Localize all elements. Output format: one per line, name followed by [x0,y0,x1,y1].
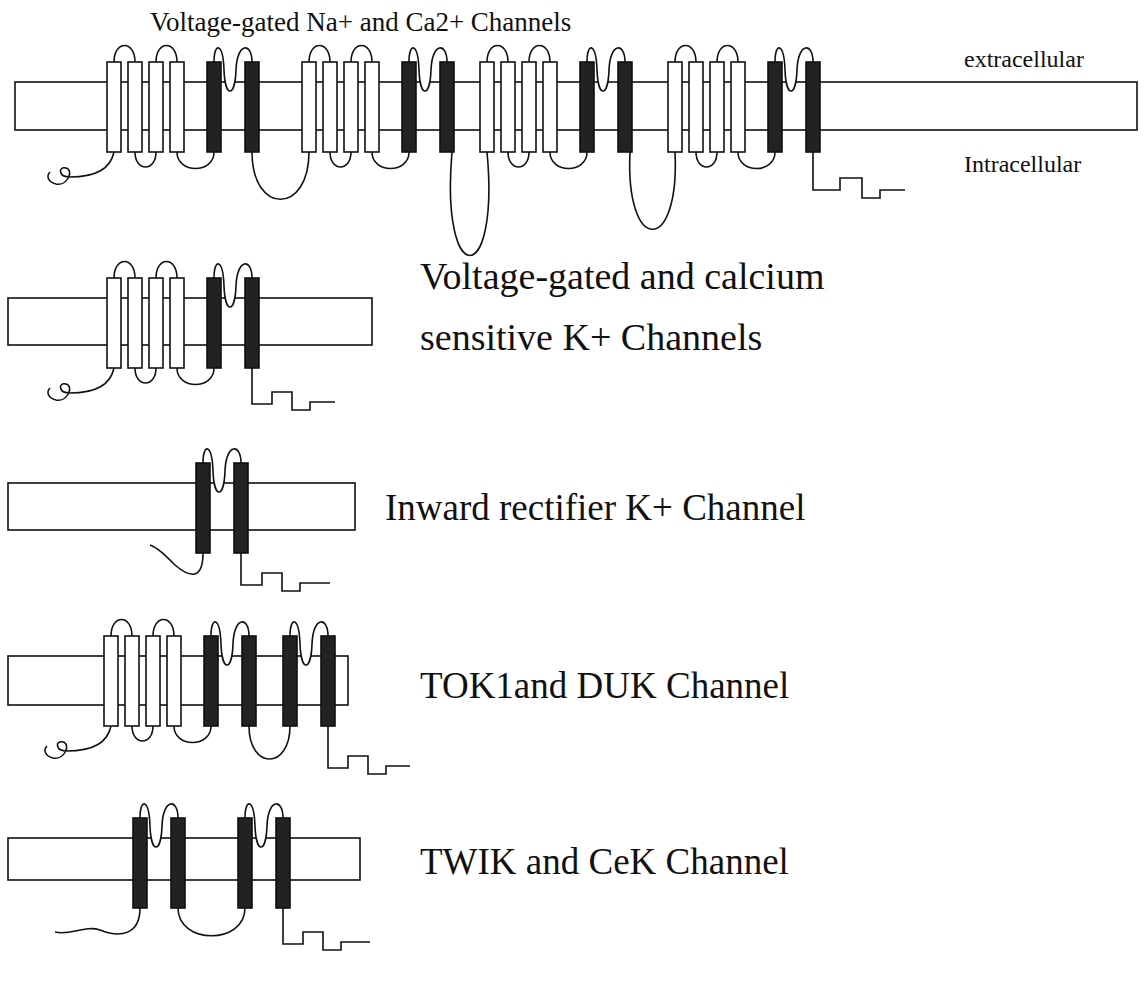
domain-i-pore [207,48,259,152]
n-terminus [45,726,111,758]
channel-title: Voltage-gated and calcium sensitive K+ C… [420,246,860,368]
n-terminus [48,368,114,400]
domain-iv-pore [768,48,820,152]
voltage-sensor [107,262,214,385]
c-terminus [252,368,335,410]
pore [133,804,185,908]
linker-loop [450,152,488,256]
domain-iv [668,46,775,169]
pore [283,622,335,726]
domain-ii-pore [402,48,454,152]
n-terminus [150,545,203,574]
membrane [8,298,372,345]
n-terminus [48,152,114,184]
linker-loop [630,152,676,229]
membrane [8,483,355,530]
side-label: Intracellular [964,150,1081,179]
voltage-sensor [104,620,211,743]
linker-loop [178,908,245,936]
c-terminus [813,152,905,198]
pore [207,264,259,368]
channel-title: TOK1and DUK Channel [420,664,789,708]
pore [238,804,290,908]
side-label: extracellular [964,45,1084,74]
domain-ii [302,46,409,169]
c-terminus [241,553,330,591]
linker-loop [249,726,290,759]
c-terminus [328,726,410,774]
channel-title: Voltage-gated Na+ and Ca2+ Channels [150,6,571,38]
pore [196,449,248,553]
domain-iii-pore [580,48,632,152]
n-terminus [55,908,140,934]
pore [204,622,256,726]
domain-i [107,46,214,169]
channel-title: TWIK and CeK Channel [420,840,789,884]
channel-title: Inward rectifier K+ Channel [385,486,806,530]
c-terminus [283,908,370,950]
domain-iii [480,46,587,169]
linker-loop [252,152,309,199]
